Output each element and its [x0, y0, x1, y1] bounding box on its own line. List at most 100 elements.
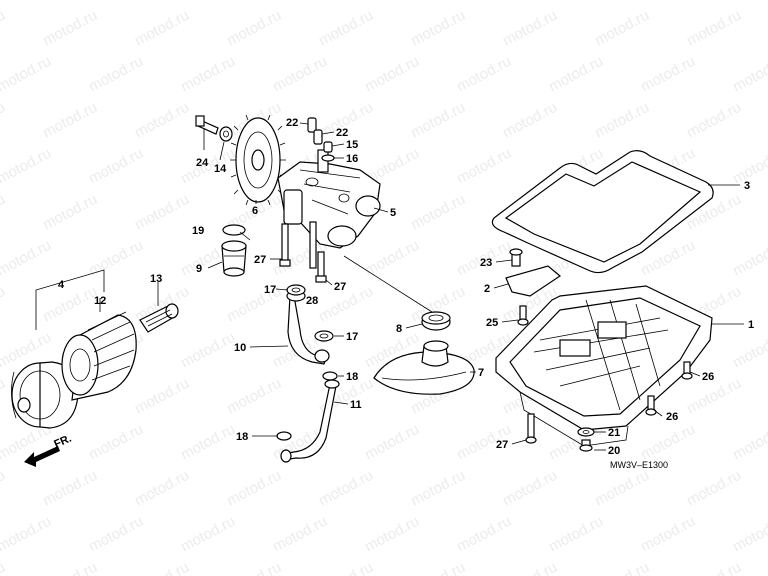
watermark: motod.ru [316, 7, 376, 50]
watermark: motod.ru [40, 283, 100, 326]
watermark: motod.ru [132, 191, 192, 234]
callout-17a: 17 [264, 284, 276, 296]
watermark: motod.ru [40, 191, 100, 234]
watermark: motod.ru [0, 191, 8, 234]
callout-7: 7 [478, 367, 484, 379]
watermark: motod.ru [592, 559, 652, 576]
watermark: motod.ru [546, 53, 606, 96]
watermark: motod.ru [592, 99, 652, 142]
callouts: 3 1 2 23 25 26 26 27 21 20 5 7 8 4 12 13… [58, 117, 754, 457]
watermark: motod.ru [546, 513, 606, 556]
callout-25: 25 [486, 317, 498, 329]
watermark: motod.ru [730, 237, 768, 280]
watermark: motod.ru [638, 513, 698, 556]
watermark: motod.ru [224, 559, 284, 576]
callout-10: 10 [234, 342, 246, 354]
pump-bolts [279, 221, 327, 283]
watermark: motod.ru [40, 99, 100, 142]
oil-pump [277, 149, 381, 249]
watermark: motod.ru [86, 421, 146, 464]
callout-9: 9 [196, 263, 202, 275]
watermark: motod.ru [316, 559, 376, 576]
watermark: motod.ru [0, 237, 54, 280]
watermark: motod.ru [0, 145, 54, 188]
watermark: motod.ru [362, 421, 422, 464]
watermark: motod.ru [224, 467, 284, 510]
watermark: motod.ru [40, 7, 100, 50]
callout-27b: 27 [334, 281, 346, 293]
watermark: motod.ru [684, 467, 744, 510]
o-ring-17a [286, 284, 306, 296]
watermark: motod.ru [178, 53, 238, 96]
watermark: motod.ru [684, 99, 744, 142]
watermark: motod.ru [408, 99, 468, 142]
watermark: motod.ru [408, 467, 468, 510]
strainer-seal [421, 311, 451, 331]
watermark: motod.ru [0, 0, 54, 4]
watermark: motod.ru [730, 53, 768, 96]
watermark: motod.ru [730, 0, 768, 4]
callout-4: 4 [58, 279, 65, 291]
callout-11: 11 [350, 399, 362, 411]
watermark: motod.ru [86, 513, 146, 556]
filter-cartridge [61, 311, 137, 401]
callout-26a: 26 [702, 371, 714, 383]
callout-18b: 18 [236, 431, 248, 443]
callout-26b: 26 [666, 411, 678, 423]
watermark: motod.ru [454, 0, 514, 4]
callout-18a: 18 [346, 371, 358, 383]
watermark: motod.ru [178, 513, 238, 556]
filter-stud [139, 303, 179, 333]
callout-22a: 22 [286, 117, 298, 129]
watermark: motod.ru [730, 421, 768, 464]
leader-lines [99, 122, 744, 451]
watermark: motod.ru [362, 513, 422, 556]
watermark: motod.ru [500, 7, 560, 50]
watermark: motod.ru [0, 99, 8, 142]
watermark: motod.ru [0, 559, 8, 576]
watermark: motod.ru [178, 421, 238, 464]
watermark: motod.ru [0, 53, 54, 96]
watermark: motod.ru [40, 467, 100, 510]
watermark: motod.ru [730, 329, 768, 372]
watermark: motod.ru [132, 467, 192, 510]
callout-16: 16 [346, 153, 358, 165]
callout-23: 23 [480, 257, 492, 269]
watermark: motod.ru [0, 513, 54, 556]
watermark: motod.ru [40, 559, 100, 576]
watermark: motod.ru [0, 7, 8, 50]
watermark: motod.ru [546, 0, 606, 4]
watermark: motod.ru [224, 375, 284, 418]
watermark: motod.ru [132, 559, 192, 576]
callout-24: 24 [196, 157, 209, 169]
watermark: motod.ru [408, 7, 468, 50]
callout-3: 3 [744, 180, 750, 192]
oil-pipe-a [286, 290, 330, 365]
callout-27a: 27 [254, 254, 266, 266]
watermark: motod.ru [638, 421, 698, 464]
oil-pan [495, 285, 713, 447]
callout-21: 21 [608, 427, 620, 439]
watermark: motod.ru [454, 53, 514, 96]
watermark: motod.ru [86, 0, 146, 4]
callout-1: 1 [748, 319, 754, 331]
watermark: motod.ru [270, 0, 330, 4]
watermark: motod.ru [362, 0, 422, 4]
watermark: motod.ru [638, 53, 698, 96]
watermark: motod.ru [500, 99, 560, 142]
watermark: motod.ru [362, 53, 422, 96]
watermark: motod.ru [684, 7, 744, 50]
watermark: motod.ru [454, 145, 514, 188]
watermark: motod.ru [730, 513, 768, 556]
callout-22b: 22 [336, 127, 348, 139]
callout-15: 15 [346, 139, 358, 151]
oil-pipe-b [280, 379, 340, 463]
oil-pan-gasket [491, 150, 714, 274]
drain-bolt [577, 427, 595, 452]
watermark: motod.ru [0, 283, 8, 326]
o-ring-18b [276, 431, 292, 441]
watermark: motod.ru [132, 375, 192, 418]
sprocket-bolt [195, 115, 233, 142]
watermark: motod.ru [224, 7, 284, 50]
